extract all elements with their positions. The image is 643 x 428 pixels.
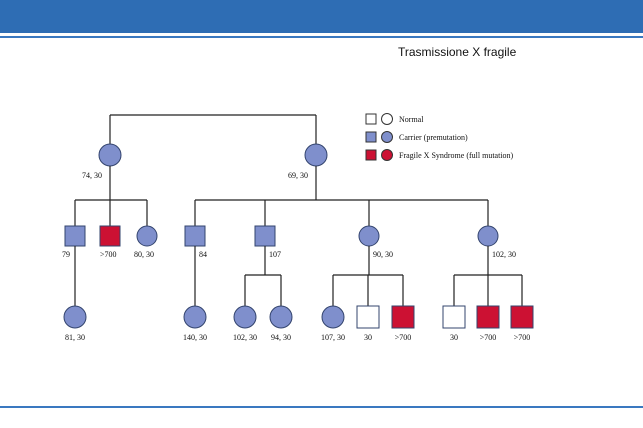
pedigree-label: 84: [199, 250, 207, 259]
pedigree-label: 80, 30: [134, 250, 154, 259]
footer-divider: [0, 406, 643, 408]
female-carrier-symbol: [321, 305, 345, 329]
header-divider: [0, 36, 643, 38]
pedigree-label: >700: [480, 333, 497, 342]
pedigree-label: 140, 30: [183, 333, 207, 342]
legend-affected-square: [365, 149, 377, 161]
female-carrier-symbol: [233, 305, 257, 329]
legend-normal-circle: [381, 113, 393, 125]
legend-normal-square: [365, 113, 377, 125]
female-carrier-symbol: [136, 225, 158, 247]
pedigree-label: >700: [100, 250, 117, 259]
male-normal-symbol: [442, 305, 466, 329]
legend-carrier-square: [365, 131, 377, 143]
male-carrier-symbol: [64, 225, 86, 247]
header-bar: [0, 0, 643, 33]
legend-carrier-circle: [381, 131, 393, 143]
female-carrier-symbol: [63, 305, 87, 329]
pedigree-label: 30: [364, 333, 372, 342]
male-carrier-symbol: [184, 225, 206, 247]
female-carrier-symbol: [477, 225, 499, 247]
pedigree-label: 81, 30: [65, 333, 85, 342]
pedigree-label: 107, 30: [321, 333, 345, 342]
female-carrier-symbol: [98, 143, 122, 167]
pedigree-label: 69, 30: [288, 171, 308, 180]
male-carrier-symbol: [254, 225, 276, 247]
pedigree-label: 79: [62, 250, 70, 259]
pedigree-label: 102, 30: [492, 250, 516, 259]
male-affected-symbol: [391, 305, 415, 329]
pedigree-label: 30: [450, 333, 458, 342]
female-carrier-symbol: [358, 225, 380, 247]
female-carrier-symbol: [269, 305, 293, 329]
pedigree-label: 90, 30: [373, 250, 393, 259]
female-carrier-symbol: [304, 143, 328, 167]
legend-affected-circle: [381, 149, 393, 161]
pedigree-label: 94, 30: [271, 333, 291, 342]
pedigree-label: Carrier (premutation): [399, 133, 468, 142]
female-carrier-symbol: [183, 305, 207, 329]
pedigree-label: Fragile X Syndrome (full mutation): [399, 151, 514, 160]
male-affected-symbol: [476, 305, 500, 329]
male-affected-symbol: [99, 225, 121, 247]
pedigree-label: 74, 30: [82, 171, 102, 180]
pedigree-label: 107: [269, 250, 281, 259]
pedigree-label: 102, 30: [233, 333, 257, 342]
pedigree-label: >700: [514, 333, 531, 342]
male-affected-symbol: [510, 305, 534, 329]
male-normal-symbol: [356, 305, 380, 329]
pedigree-label: >700: [395, 333, 412, 342]
slide-title: Trasmissione X fragile: [398, 45, 517, 59]
pedigree-label: Normal: [399, 115, 424, 124]
